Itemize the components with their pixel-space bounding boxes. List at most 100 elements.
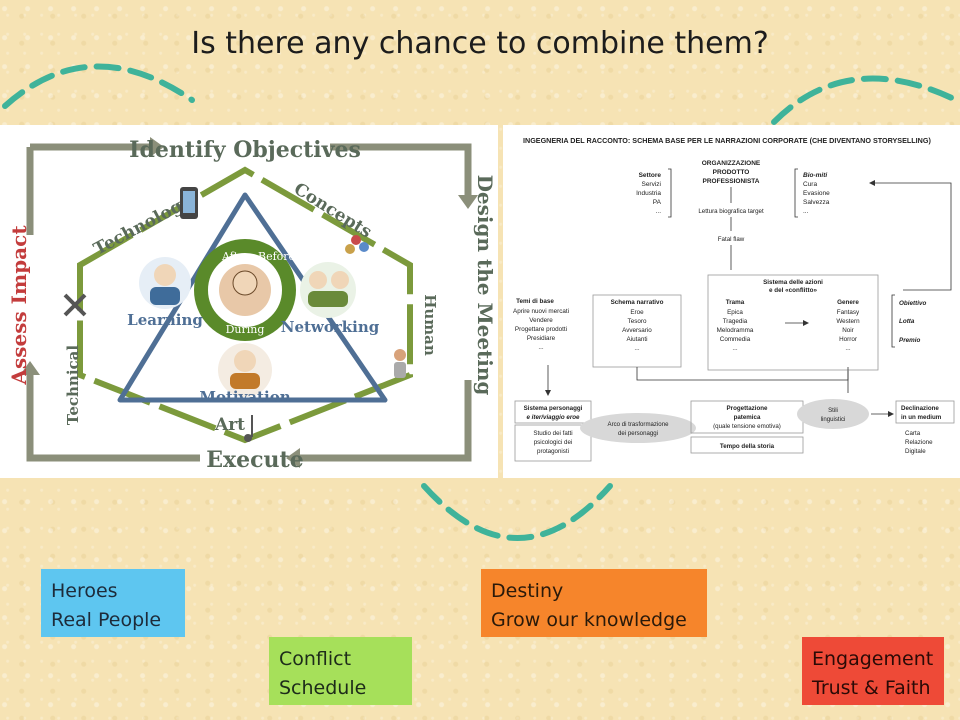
declinazione-line: in un medium (901, 414, 942, 421)
temi-item: Vendere (529, 317, 553, 324)
label-learning: Learning (127, 311, 203, 329)
heroes-line: Heroes (51, 580, 118, 602)
medium-item: Digitale (905, 448, 926, 455)
person-icon (394, 349, 406, 378)
studio-line: Studio dei fatti (533, 430, 572, 437)
schema-header: INGEGNERIA DEL RACCONTO: SCHEMA BASE PER… (523, 136, 931, 145)
trama-item: Melodramma (717, 327, 754, 334)
label-technical: Technical (64, 345, 82, 425)
networking-avatar (300, 262, 356, 318)
label-execute: Execute (206, 447, 303, 473)
tempo-label: Tempo della storia (720, 443, 775, 450)
genere-item: ... (845, 345, 850, 352)
engagement-box: Engagement Trust & Faith (802, 637, 944, 705)
schema-item: Avversario (622, 327, 652, 334)
progettazione-line: Progettazione (727, 405, 768, 412)
grow-knowledge-line: Grow our knowledge (491, 609, 687, 631)
label-after: After (221, 250, 251, 263)
genere-item: Fantasy (837, 309, 860, 316)
trama-title: Trama (726, 299, 745, 306)
biomiti-item: Cura (803, 181, 817, 188)
settore-item: Servizi (641, 181, 661, 188)
label-during: During (226, 323, 265, 336)
progettazione-line: (quale tensione emotiva) (713, 423, 781, 430)
obiettivo-item: Lotta (899, 318, 915, 325)
meeting-design-diagram: Identify Objectives Design the Meeting E… (0, 125, 498, 478)
trama-item: Tragedia (723, 318, 748, 325)
trust-faith-line: Trust & Faith (812, 677, 931, 699)
temi-item: Presidiare (527, 335, 556, 342)
stili-line: linguistici (821, 416, 846, 423)
studio-line: protagonisti (537, 448, 569, 455)
biomiti-title: Bio-miti (803, 172, 827, 179)
genere-title: Genere (837, 299, 859, 306)
temi-title: Temi di base (516, 298, 554, 305)
slide-title: Is there any chance to combine them? (191, 26, 769, 61)
obiettivo-item: Premio (899, 337, 921, 344)
medium-item: Carta (905, 430, 921, 437)
arco-line: Arco di trasformazione (608, 421, 670, 428)
studio-line: psicologici dei (534, 439, 573, 446)
fatal-flaw-label: Fatal flaw (718, 236, 745, 243)
lettura-label: Lettura biografica target (698, 208, 764, 215)
temi-item: Progettare prodotti (515, 326, 567, 333)
settore-item: Industria (636, 190, 661, 197)
azioni-title: Sistema delle azioni (763, 279, 823, 286)
schema-item: Aiutanti (626, 336, 647, 343)
org-line: ORGANIZZAZIONE (702, 160, 761, 167)
conflict-box: Conflict Schedule (269, 637, 412, 705)
settore-title: Settore (639, 172, 662, 179)
label-human: Human (421, 294, 439, 356)
real-people-line: Real People (51, 609, 162, 631)
label-technology: Technology (90, 191, 195, 260)
stili-line: Stili (828, 407, 838, 414)
schema-item: Tesoro (628, 318, 647, 325)
settore-item: ... (656, 208, 662, 215)
schedule-line: Schedule (279, 677, 367, 699)
label-design-meeting: Design the Meeting (473, 175, 497, 396)
label-before: Before (258, 250, 295, 263)
trama-item: ... (732, 345, 737, 352)
destiny-box: Destiny Grow our knowledge (481, 569, 707, 637)
biomiti-item: Salvezza (803, 199, 830, 206)
label-concepts: Concepts (290, 179, 375, 242)
arco-line: dei personaggi (618, 430, 658, 437)
azioni-title: e del «conflitto» (769, 287, 817, 294)
temi-item: ... (538, 344, 543, 351)
destiny-line: Destiny (491, 580, 564, 602)
dashed-arc-bottom (421, 483, 613, 541)
medium-item: Relazione (905, 439, 933, 446)
biomiti-item: ... (803, 208, 809, 215)
label-networking: Networking (281, 318, 380, 336)
progettazione-line: patemica (734, 414, 761, 421)
declinazione-line: Declinazione (901, 405, 939, 412)
org-line: PROFESSIONISTA (703, 178, 760, 185)
schema-item: Eroe (630, 309, 644, 316)
temi-item: Aprire nuovi mercati (513, 308, 569, 315)
label-assess-impact: Assess Impact (7, 225, 31, 386)
settore-item: PA (653, 199, 662, 206)
schema-title: Schema narrativo (611, 299, 664, 306)
genere-item: Western (836, 318, 860, 325)
music-note-icon (244, 415, 253, 442)
chat-bubbles-icon (345, 235, 369, 254)
trama-item: Epica (727, 309, 743, 316)
genere-item: Noir (842, 327, 854, 334)
trama-item: Commedia (720, 336, 751, 343)
engagement-line: Engagement (812, 648, 934, 670)
dashed-arc-left (2, 63, 195, 109)
personaggi-title: e iter/viaggio eroe (527, 414, 581, 421)
personaggi-title: Sistema personaggi (524, 405, 583, 412)
obiettivo-item: Obiettivo (899, 300, 926, 307)
biomiti-item: Evasione (803, 190, 830, 197)
org-line: PRODOTTO (713, 169, 750, 176)
conflict-line: Conflict (279, 648, 352, 670)
storytelling-schema-diagram: INGEGNERIA DEL RACCONTO: SCHEMA BASE PER… (503, 125, 960, 478)
heroes-box: Heroes Real People (41, 569, 185, 637)
label-identify-objectives: Identify Objectives (129, 137, 361, 163)
label-motivation: Motivation (199, 388, 290, 406)
tools-icon (63, 293, 87, 317)
label-art: Art (214, 415, 245, 435)
schema-item: ... (634, 345, 639, 352)
genere-item: Horror (839, 336, 857, 343)
